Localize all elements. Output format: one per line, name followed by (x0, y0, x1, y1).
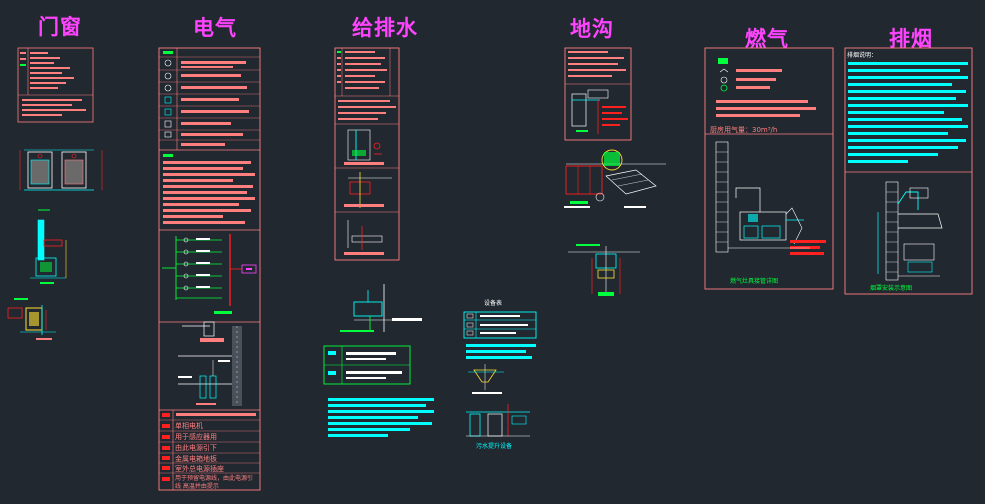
electrical-legend-label-6: 用于预留电源线，由此电源引线 高温并由提示 (175, 475, 254, 490)
section-title-doors-windows: 门窗 (38, 14, 82, 39)
water-sink-section-detail (340, 284, 422, 332)
water-equipment-table (463, 311, 537, 359)
electrical-legend-table (159, 410, 260, 490)
trench-drain-section-detail (568, 244, 640, 296)
section-title-water: 给排水 (352, 15, 418, 40)
gas-detail-caption: 燃气灶具接管详图 (730, 278, 779, 285)
water-green-legend-table (323, 345, 411, 385)
doors-windows-hardware-detail (7, 298, 56, 340)
section-title-trench: 地沟 (570, 16, 614, 41)
gas-stove-connection-detail (715, 141, 826, 255)
water-panel-frame (334, 47, 400, 261)
smoke-hood-installation-detail (877, 181, 943, 281)
trench-grate-plan-detail (564, 149, 666, 208)
water-detail-caption: 污水提升设备 (476, 443, 513, 450)
smoke-notes-header: 排烟说明： (847, 52, 878, 59)
water-lift-pump-detail (466, 364, 530, 437)
electrical-legend-label-5: 室外总电源插座 (175, 465, 224, 473)
trench-notes-table (564, 47, 632, 141)
electrical-legend-label-3: 由此电源引下 (175, 444, 217, 452)
electrical-legend-label-2: 用于感应器用 (175, 433, 217, 441)
gas-consumption-note: 厨房用气量：30m³/h (710, 126, 778, 134)
section-title-electrical: 电气 (193, 15, 237, 40)
water-fixture-details (344, 129, 392, 255)
water-symbol-legend (337, 48, 396, 120)
electrical-legend-label-4: 金属电箱地板 (175, 455, 217, 463)
doors-windows-section-detail (30, 209, 67, 284)
water-equipment-table-title: 设备表 (484, 300, 503, 307)
section-title-gas: 燃气 (745, 26, 789, 51)
electrical-distribution-diagram (162, 234, 257, 314)
gas-symbol-legend (716, 58, 816, 117)
doors-windows-notes-table (17, 47, 94, 123)
smoke-detail-caption: 烟罩安装示意图 (870, 285, 913, 292)
smoke-notes-cyan (848, 62, 968, 163)
section-title-smoke: 排烟 (889, 26, 933, 51)
electrical-panel-frame (158, 47, 261, 491)
smoke-panel-frame (844, 47, 973, 295)
trench-cover-section-detail (571, 89, 628, 134)
water-notes-cyan (328, 398, 434, 437)
electrical-symbol-legend (159, 48, 260, 150)
electrical-installation-detail (178, 321, 242, 406)
doors-windows-elevation-detail (19, 149, 103, 191)
electrical-design-notes (163, 154, 255, 224)
gas-panel-frame (704, 47, 834, 290)
electrical-legend-label-1: 单相电机 (175, 422, 203, 430)
